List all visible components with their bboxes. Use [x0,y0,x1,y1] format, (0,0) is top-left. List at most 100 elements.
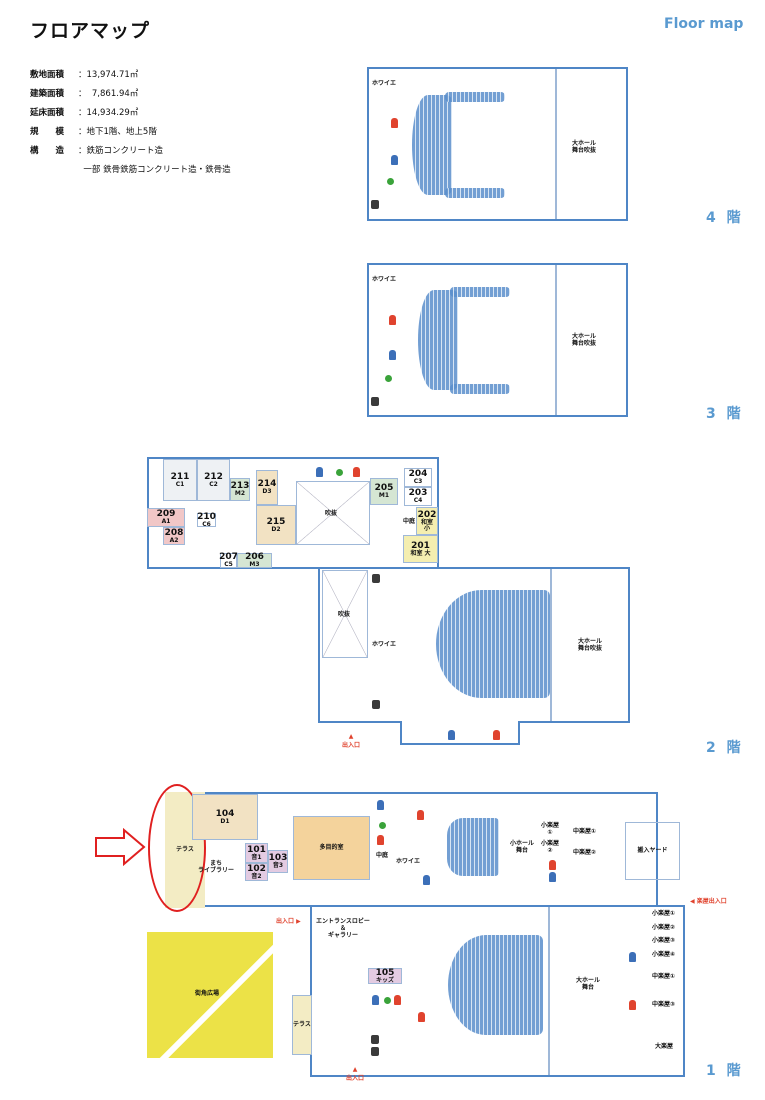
room-number: 215 [266,516,286,527]
room-code: D3 [262,488,272,495]
room-number: 203 [408,488,428,498]
room-number: 105 [375,967,395,978]
female-restroom-icon [549,860,556,870]
stage-wall [550,569,552,721]
stage-wall [548,907,550,1075]
terrace-label: テラス [293,1021,311,1028]
female-restroom-icon [417,810,424,820]
female-restroom-icon [418,1012,425,1022]
loading-label: 搬入ヤード [637,847,668,854]
elevator-icon [372,574,380,583]
dressing-room[interactable]: 中楽屋③ [652,1001,676,1008]
hall-seating [412,95,452,195]
hall-label: 大ホール 舞台吹抜 [578,638,603,653]
dressing-room[interactable]: 小楽屋 ② [541,840,560,855]
courtyard-label: 中庭 [403,518,416,525]
room-number: 206 [245,552,264,562]
dressing-room[interactable]: 小楽屋① [652,910,676,917]
spec-key: 規 模 [30,127,65,137]
multipurpose-room[interactable]: 多目的室 [293,816,370,880]
room-code: 音3 [272,862,284,869]
terrace-south: テラス [292,995,312,1055]
stage-entrance-marker: ◀ 楽屋出入口 [690,898,727,905]
male-restroom-icon [372,995,379,1005]
accessible-restroom-icon [385,375,392,382]
street-corner-plaza: 街角広場 [147,932,273,1058]
dressing-room[interactable]: 小楽屋 ① [541,822,560,837]
room-code: 音2 [251,872,262,880]
void-area [322,570,368,658]
plaza-label: 街角広場 [195,990,220,997]
dressing-room[interactable]: 大楽屋 [655,1043,674,1050]
room-code: M2 [234,490,246,497]
entrance-marker-south: ▲出入口 [346,1066,365,1082]
spec-value: ：鉄筋コンクリート造 [78,146,164,156]
multipurpose-label: 多目的室 [319,844,344,851]
dressing-room[interactable]: 中楽屋① [652,973,676,980]
stage-wall [555,265,557,415]
hall-label: 大ホール 舞台吹抜 [572,140,597,155]
loading-yard: 搬入ヤード [625,822,680,880]
floor-4-label: 4 階 [706,210,744,226]
spec-key: 構 造 [30,146,65,156]
hall-seating [418,290,458,390]
floor-3-label: 3 階 [706,406,744,422]
male-restroom-icon [389,350,396,360]
dressing-room[interactable]: 中楽屋② [573,849,597,856]
entrance-label: 出入口 [342,742,361,749]
dressing-room[interactable]: 小楽屋② [652,924,676,931]
entrance-label: 出入口 [346,1075,365,1082]
room-number: 210 [197,511,216,522]
highlight-ellipse [148,784,206,912]
elevator-icon [371,397,379,406]
male-restroom-icon [391,155,398,165]
male-restroom-icon [629,952,636,962]
dressing-room[interactable]: 中楽屋① [573,828,597,835]
room-code: C3 [413,478,423,485]
entrance-marker-west: 出入口 ▶ [276,918,301,925]
floor-2-label: 2 階 [706,740,744,756]
female-restroom-icon [389,315,396,325]
female-restroom-icon [391,118,398,128]
balcony-seating [445,188,505,198]
spec-row: 敷地面積：13,974.71㎡ [30,66,231,85]
spec-row: 建築面積： 7,861.94㎡ [30,85,231,104]
female-restroom-icon [377,835,384,845]
dressing-room[interactable]: 小楽屋④ [652,951,676,958]
room-number: 102 [247,863,266,874]
female-restroom-icon [353,467,360,477]
building-specs: 敷地面積：13,974.71㎡ 建築面積： 7,861.94㎡ 延床面積：14,… [30,66,231,180]
spec-value: ：14,934.29㎡ [78,108,139,118]
room-code: D2 [271,525,281,533]
female-restroom-icon [629,1000,636,1010]
balcony-seating [450,384,510,394]
void-label: 吹抜 [338,611,351,618]
room-code: キッズ [375,976,394,984]
big-stage-label: 大ホール 舞台 [576,977,601,992]
dressing-room[interactable]: 小楽屋③ [652,937,676,944]
spec-value: ： 7,861.94㎡ [78,89,139,99]
spec-row: 構 造 ：鉄筋コンクリート造 [30,142,231,161]
accessible-restroom-icon [384,997,391,1004]
room-number: 202 [417,509,437,520]
